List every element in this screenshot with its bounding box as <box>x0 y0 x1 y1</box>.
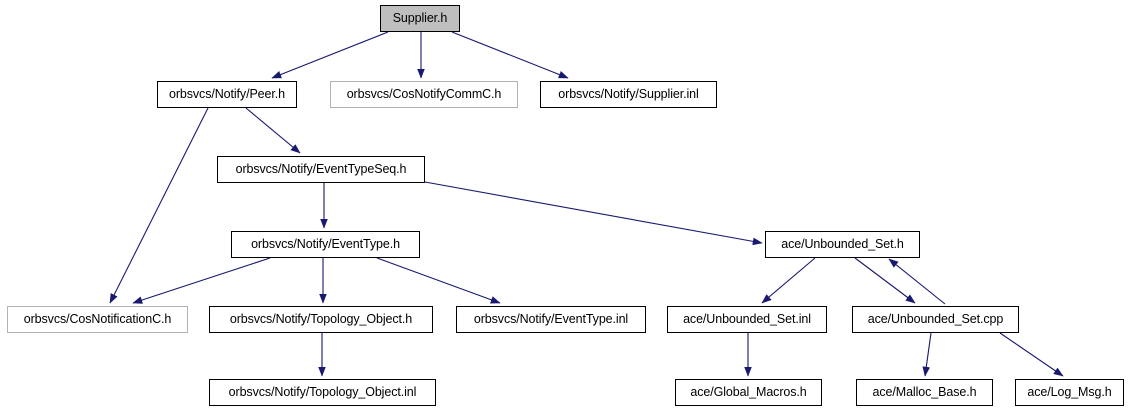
edge-unbounded_set_cpp-to-log_msg_h <box>999 332 1064 377</box>
edge-eventtype_h-to-cosnotificationc_h <box>132 257 271 304</box>
graph-node-malloc_base_h[interactable]: ace/Malloc_Base.h <box>856 379 993 406</box>
edge-eventtypeseq_h-to-unbounded_set_h <box>424 181 763 246</box>
graph-node-label: ace/Unbounded_Set.inl <box>683 312 811 327</box>
edge-unbounded_set_cpp-to-unbounded_set_h <box>888 258 946 305</box>
graph-node-unbounded_set_cpp[interactable]: ace/Unbounded_Set.cpp <box>852 306 1019 333</box>
graph-node-log_msg_h[interactable]: ace/Log_Msg.h <box>1015 379 1124 406</box>
edge-peer_h-to-eventtypeseq_h <box>245 107 301 154</box>
graph-node-label: orbsvcs/Notify/EventType.h <box>251 237 400 252</box>
graph-node-label: ace/Malloc_Base.h <box>872 385 977 400</box>
graph-node-eventtype_h[interactable]: orbsvcs/Notify/EventType.h <box>231 231 420 258</box>
graph-node-supplier_h[interactable]: Supplier.h <box>380 5 460 32</box>
graph-node-eventtypeseq_h[interactable]: orbsvcs/Notify/EventTypeSeq.h <box>217 156 425 183</box>
edge-unbounded_set_h-to-unbounded_set_cpp <box>854 257 916 304</box>
graph-node-label: ace/Log_Msg.h <box>1027 385 1112 400</box>
graph-node-topology_object_h[interactable]: orbsvcs/Notify/Topology_Object.h <box>209 306 433 333</box>
graph-node-label: orbsvcs/CosNotificationC.h <box>23 312 172 327</box>
graph-node-label: orbsvcs/Notify/Supplier.inl <box>558 87 699 102</box>
edge-supplier_h-to-supplier_inl <box>451 31 569 79</box>
edge-unbounded_set_h-to-unbounded_set_inl <box>761 257 816 304</box>
graph-node-label: ace/Unbounded_Set.cpp <box>867 312 1004 327</box>
graph-node-topology_object_inl[interactable]: orbsvcs/Notify/Topology_Object.inl <box>209 379 436 406</box>
graph-node-label: orbsvcs/Notify/Peer.h <box>168 87 285 102</box>
edge-supplier_h-to-peer_h <box>271 31 389 79</box>
graph-node-eventtype_inl[interactable]: orbsvcs/Notify/EventType.inl <box>456 306 646 333</box>
graph-node-label: orbsvcs/Notify/EventTypeSeq.h <box>235 162 407 177</box>
graph-node-cosnotificationc_h[interactable]: orbsvcs/CosNotificationC.h <box>7 306 188 333</box>
graph-node-cosnotifycommc_h[interactable]: orbsvcs/CosNotifyCommC.h <box>330 81 518 108</box>
graph-node-label: ace/Global_Macros.h <box>690 385 807 400</box>
graph-node-global_macros_h[interactable]: ace/Global_Macros.h <box>675 379 822 406</box>
graph-node-label: orbsvcs/Notify/EventType.inl <box>473 312 629 327</box>
graph-node-peer_h[interactable]: orbsvcs/Notify/Peer.h <box>157 81 297 108</box>
edge-eventtype_h-to-eventtype_inl <box>376 257 501 304</box>
graph-node-label: orbsvcs/CosNotifyCommC.h <box>346 87 502 102</box>
edge-peer_h-to-cosnotificationc_h <box>109 107 209 304</box>
graph-node-unbounded_set_inl[interactable]: ace/Unbounded_Set.inl <box>667 306 827 333</box>
graph-node-supplier_inl[interactable]: orbsvcs/Notify/Supplier.inl <box>540 81 717 108</box>
graph-node-label: orbsvcs/Notify/Topology_Object.inl <box>228 385 417 400</box>
graph-node-label: ace/Unbounded_Set.h <box>781 237 904 252</box>
graph-node-label: orbsvcs/Notify/Topology_Object.h <box>229 312 413 327</box>
graph-node-label: Supplier.h <box>392 11 448 26</box>
edge-unbounded_set_cpp-to-malloc_base_h <box>922 332 932 377</box>
graph-node-unbounded_set_h[interactable]: ace/Unbounded_Set.h <box>765 231 920 258</box>
